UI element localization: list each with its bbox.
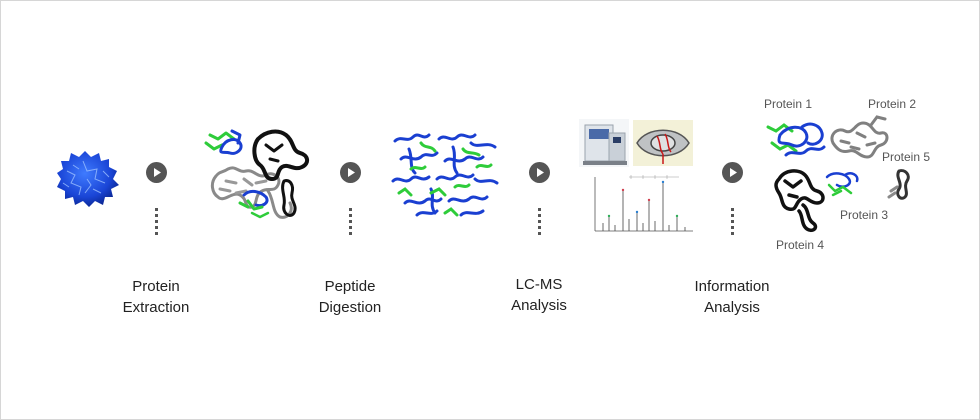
ion-source-image bbox=[633, 120, 693, 166]
protein-5-structure bbox=[887, 169, 910, 200]
mass-spectrum-chart bbox=[589, 173, 697, 239]
protein-2-label: Protein 2 bbox=[868, 97, 917, 111]
protein-5-label: Protein 5 bbox=[882, 150, 931, 164]
step-label-line: Peptide bbox=[324, 278, 376, 295]
cell-protein-blob bbox=[57, 151, 119, 207]
play-circle-icon bbox=[722, 162, 743, 183]
ms-instrument-image bbox=[579, 119, 629, 167]
step-label-line: Information bbox=[694, 278, 770, 295]
protein-4-structure bbox=[774, 169, 825, 233]
step-label-peptide-digestion: Peptide Digestion bbox=[270, 276, 430, 318]
play-circle-icon bbox=[529, 162, 550, 183]
step-label-line: Extraction bbox=[122, 299, 190, 316]
protein-structures-image bbox=[204, 129, 309, 219]
protein-3-structure bbox=[825, 172, 859, 197]
protein-2-structure bbox=[830, 115, 889, 159]
vertical-dots-icon bbox=[538, 208, 542, 238]
step-label-line: LC-MS bbox=[515, 276, 563, 293]
vertical-dots-icon bbox=[349, 208, 353, 238]
step-label-line: Analysis bbox=[511, 297, 567, 314]
protein-4-label: Protein 4 bbox=[776, 238, 825, 252]
vertical-dots-icon bbox=[155, 208, 159, 238]
play-circle-icon bbox=[340, 162, 361, 183]
protein-3-label: Protein 3 bbox=[840, 208, 889, 222]
step-label-line: Analysis bbox=[704, 299, 760, 316]
protein-1-label: Protein 1 bbox=[764, 97, 813, 111]
step-label-information-analysis: Information Analysis bbox=[652, 276, 812, 318]
step-label-line: Digestion bbox=[318, 299, 382, 316]
play-circle-icon bbox=[146, 162, 167, 183]
step-label-line: Protein bbox=[132, 278, 180, 295]
step-label-lcms-analysis: LC-MS Analysis bbox=[459, 274, 619, 316]
peptide-fragments-image bbox=[391, 133, 499, 217]
protein-1-structure bbox=[766, 122, 826, 157]
vertical-dots-icon bbox=[731, 208, 735, 238]
step-label-protein-extraction: Protein Extraction bbox=[76, 276, 236, 318]
